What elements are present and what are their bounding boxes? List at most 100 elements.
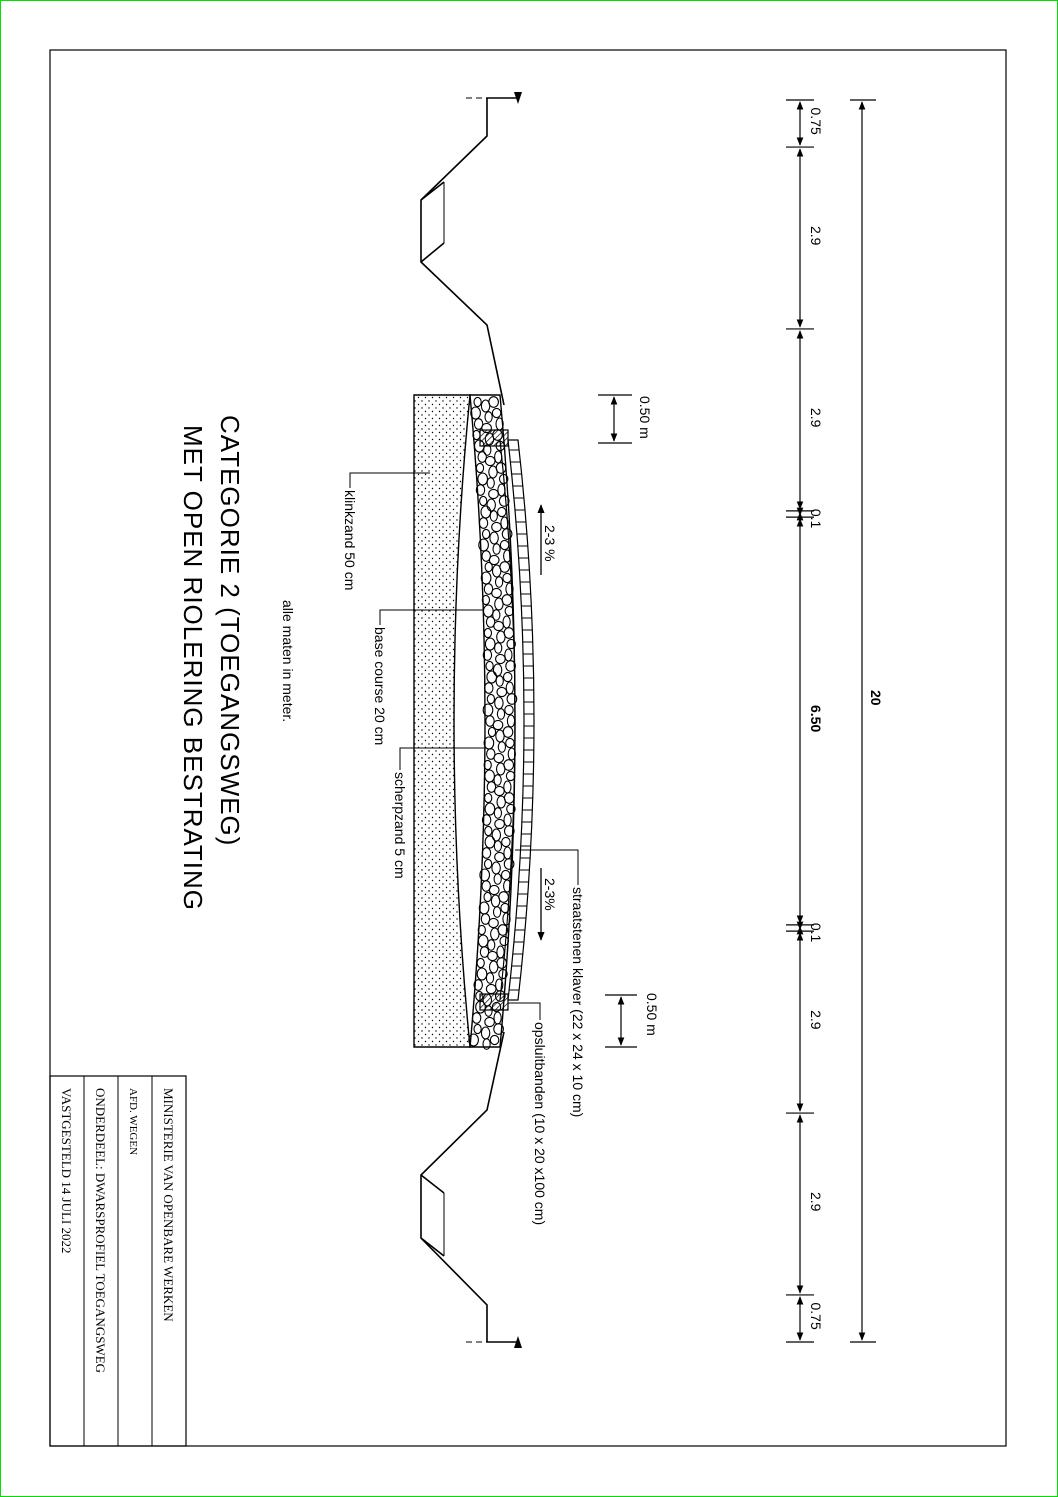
- drawing-frame: [49, 49, 1007, 1447]
- base-course-stone: [486, 693, 496, 705]
- base-course-stone: [496, 708, 506, 720]
- total-dimension-label: 20: [868, 690, 884, 706]
- base-course-stone: [493, 873, 502, 885]
- base-course-stone: [505, 660, 516, 672]
- title-line-1: CATEGORIE 2 (TOEGANGSWEG): [215, 415, 245, 846]
- base-course-stone: [484, 637, 496, 651]
- base-course-stone: [468, 1033, 479, 1047]
- base-course-stone: [498, 495, 510, 507]
- base-course-stone: [485, 660, 494, 672]
- base-course-stone: [503, 759, 515, 771]
- base-course-stone: [482, 649, 493, 661]
- base-course-stone: [478, 538, 489, 552]
- segment-dimension-chain: 0.752.92.90.16.500.12.92.90.75: [786, 99, 824, 1343]
- base-course-stone: [473, 1023, 482, 1035]
- base-course-stone: [481, 550, 491, 562]
- base-course-stone: [484, 825, 493, 837]
- base-course-stone: [481, 814, 492, 826]
- base-course-stone: [488, 917, 499, 929]
- base-course-stone: [488, 884, 500, 896]
- bottom-end-marker: [514, 1336, 522, 1348]
- ground-profile: [420, 97, 518, 1343]
- units-note: alle maten in meter.: [280, 600, 296, 722]
- base-course-stone: [476, 967, 488, 981]
- title-block-part: ONDERDEEL: DWARSPROFIEL TOEGANGSWEG: [93, 1088, 108, 1373]
- base-course-stone: [505, 737, 515, 749]
- dimension-segment-label: 2.9: [808, 1010, 824, 1030]
- base-course-stone: [483, 891, 492, 903]
- dimension-segment-label: 2.9: [808, 226, 824, 246]
- label-straatstenen: straatstenen klaver (22 x 24 x 10 cm): [570, 887, 586, 1117]
- label-base-course: base course 20 cm: [372, 627, 388, 745]
- base-course-stone: [506, 693, 518, 705]
- base-course-stone: [484, 411, 493, 423]
- base-course-stone: [493, 774, 502, 786]
- slope-left-label: 2-3 %: [542, 525, 558, 562]
- base-course-stone: [481, 847, 492, 859]
- base-course-stone: [493, 840, 503, 852]
- base-course-stone: [495, 462, 507, 474]
- base-course-stone: [503, 825, 515, 837]
- dimension-segment-label: 2.9: [808, 408, 824, 428]
- base-course-stone: [483, 583, 494, 595]
- base-course-stone: [492, 609, 501, 621]
- base-course-stone: [491, 407, 502, 419]
- base-course-stone: [486, 781, 497, 793]
- base-course-stone: [484, 792, 493, 804]
- base-course-stone: [492, 543, 501, 555]
- dimension-segment-label: 6.50: [808, 705, 824, 732]
- base-course-stone: [473, 396, 482, 408]
- base-course-stone: [504, 605, 515, 617]
- title-line-2: MET OPEN RIOLERING BESTRATING: [178, 425, 208, 911]
- base-course-stone: [501, 528, 513, 540]
- base-course-stone: [473, 979, 483, 991]
- base-course-stone: [486, 498, 496, 512]
- base-course-stone: [488, 554, 500, 566]
- label-scherpzand: scherpzand 5 cm: [392, 772, 408, 879]
- curb-bottom: [479, 993, 509, 1011]
- base-course-stone: [484, 835, 496, 849]
- base-course-stone: [481, 880, 491, 892]
- base-course-stone: [485, 616, 496, 628]
- base-course-stone: [493, 752, 505, 764]
- base-course-stone: [484, 802, 496, 816]
- base-course-stone: [477, 924, 486, 936]
- base-course-stone: [506, 803, 516, 815]
- base-course-stone: [486, 748, 496, 760]
- base-course-stone: [496, 957, 508, 969]
- base-course-stone: [483, 627, 493, 639]
- base-course-stone: [491, 587, 502, 599]
- title-block-department: AFD. WEGEN: [127, 1088, 139, 1155]
- base-course-stone: [506, 638, 516, 650]
- base-course-stone: [493, 807, 503, 819]
- layer-straatstenen: [507, 439, 535, 1001]
- layer-scherpzand: [499, 439, 516, 1001]
- base-course-stone: [494, 642, 503, 654]
- base-course-stone: [486, 477, 495, 489]
- base-course-stone: [485, 972, 495, 984]
- base-course-stone: [479, 495, 488, 507]
- base-course-stone: [479, 946, 490, 958]
- base-course-stone: [489, 510, 498, 522]
- total-dimension: [850, 99, 876, 1343]
- label-opsluitbanden: opsluitbanden (10 x 20 x100 cm): [532, 1022, 548, 1225]
- base-course-stone: [480, 913, 491, 925]
- slope-right-label: 2-3%: [542, 878, 558, 911]
- base-course-stone: [507, 747, 516, 761]
- layer-klinkzand: [413, 394, 471, 1048]
- depth-top-label: 0.50 m: [637, 396, 653, 439]
- base-course-stone: [475, 484, 486, 496]
- title-block-ministry: MINISTERIE VAN OPENBARE WERKEN: [161, 1088, 176, 1322]
- base-course-stone: [484, 682, 494, 694]
- dimension-segment-label: 0.75: [808, 1302, 824, 1329]
- base-course-stone: [475, 462, 485, 474]
- base-course-stone: [477, 451, 487, 463]
- base-course-stone: [503, 879, 512, 893]
- base-course-stone: [501, 836, 511, 848]
- dimension-segment-label: 0.75: [808, 108, 824, 135]
- base-course-stone: [488, 396, 499, 408]
- base-course-stone: [481, 528, 491, 540]
- base-course-stone: [495, 675, 504, 687]
- base-course-stone: [502, 671, 513, 683]
- paver-joints: [509, 449, 534, 991]
